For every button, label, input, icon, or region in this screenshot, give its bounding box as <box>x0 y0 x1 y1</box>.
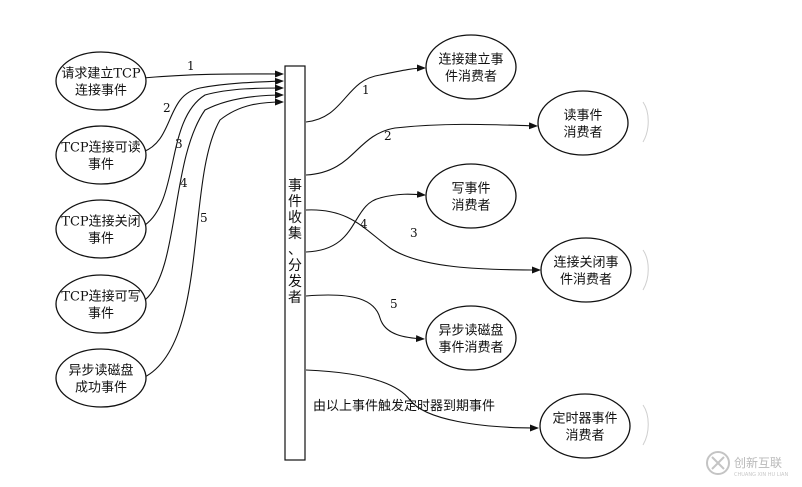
source-node-label-line: TCP连接关闭 <box>61 214 140 230</box>
consumer-node-label-line: 消费者 <box>451 199 490 214</box>
edge-out-6 <box>305 369 539 432</box>
consumer-node-label-line: 件消费者 <box>560 273 612 288</box>
watermark-text: 创新互联 <box>734 455 782 470</box>
source-node-ellipse <box>55 125 147 185</box>
consumer-node-ellipse <box>539 393 631 459</box>
edge-out-label: 2 <box>384 129 392 143</box>
edge-in-5 <box>142 98 284 379</box>
consumer-node-label-line: 定时器事件 <box>552 412 617 427</box>
edge-out-label: 5 <box>390 297 398 311</box>
edge-in-label: 4 <box>180 176 188 190</box>
scan-artifact-arc <box>642 404 649 446</box>
source-node-ellipse <box>55 199 147 259</box>
consumer-node-label-line: 连接建立事 <box>438 52 503 68</box>
source-node-label-line: 成功事件 <box>75 381 127 396</box>
edge-out-label: 1 <box>362 83 370 97</box>
edge-out-1 <box>305 64 426 123</box>
edge-in-label: 5 <box>200 211 208 225</box>
consumer-node-ellipse <box>537 90 629 156</box>
edge-out-4 <box>305 209 541 274</box>
source-node-label-line: 事件 <box>88 307 114 322</box>
dispatcher-bar <box>284 65 306 461</box>
source-node-label-line: 请求建立TCP <box>61 67 141 82</box>
dispatcher-label: 事件收集、分发者 <box>288 178 302 306</box>
watermark-subtext: CHUANG XIN HU LIAN <box>734 472 788 478</box>
source-node-label-line: TCP连接可写 <box>61 289 140 305</box>
edge-out-5 <box>305 294 425 343</box>
edge-in-1 <box>142 70 284 79</box>
consumer-node-ellipse <box>425 34 517 100</box>
consumer-node-label-line: 消费者 <box>563 126 602 141</box>
consumer-node-ellipse <box>425 305 517 371</box>
source-node-label-line: TCP连接可读 <box>61 140 140 156</box>
source-node-ellipse <box>55 348 147 408</box>
source-node-ellipse <box>55 274 147 334</box>
consumer-node-ellipse <box>425 163 517 229</box>
consumer-node-label-line: 异步读磁盘 <box>438 323 503 339</box>
consumer-node-ellipse <box>540 237 632 303</box>
edge-in-4 <box>144 91 284 301</box>
edge-in-label: 2 <box>163 101 171 115</box>
edge-in-label: 3 <box>175 137 183 151</box>
watermark-logo-mark <box>711 456 725 470</box>
consumer-node-label-line: 消费者 <box>565 429 604 444</box>
watermark: 创新互联 CHUANG XIN HU LIAN <box>706 451 788 478</box>
consumer-node-label-line: 件消费者 <box>445 70 497 85</box>
edge-in-label: 1 <box>187 59 195 73</box>
edge-in-2 <box>142 77 284 153</box>
source-node-label-line: 异步读磁盘 <box>68 363 133 379</box>
consumer-node-label-line: 事件消费者 <box>438 341 503 356</box>
watermark-logo-icon <box>706 451 730 475</box>
source-node-ellipse <box>55 51 147 111</box>
scan-artifact-arc <box>642 249 649 291</box>
scan-artifact-arc <box>642 101 649 143</box>
edge-out-2 <box>305 122 538 176</box>
consumer-node-label-line: 写事件 <box>451 182 490 197</box>
source-node-label-line: 事件 <box>88 158 114 173</box>
source-node-label-line: 事件 <box>88 232 114 247</box>
edge-in-3 <box>144 84 284 226</box>
consumer-node-label-line: 读事件 <box>563 109 602 124</box>
timer-note: 由以上事件触发定时器到期事件 <box>313 398 495 414</box>
source-node-label-line: 连接事件 <box>75 83 127 99</box>
consumer-node-label-line: 连接关闭事 <box>553 255 618 271</box>
edge-out-label: 3 <box>410 226 418 240</box>
edge-out-3 <box>305 190 426 253</box>
edge-out-label: 4 <box>360 217 368 231</box>
